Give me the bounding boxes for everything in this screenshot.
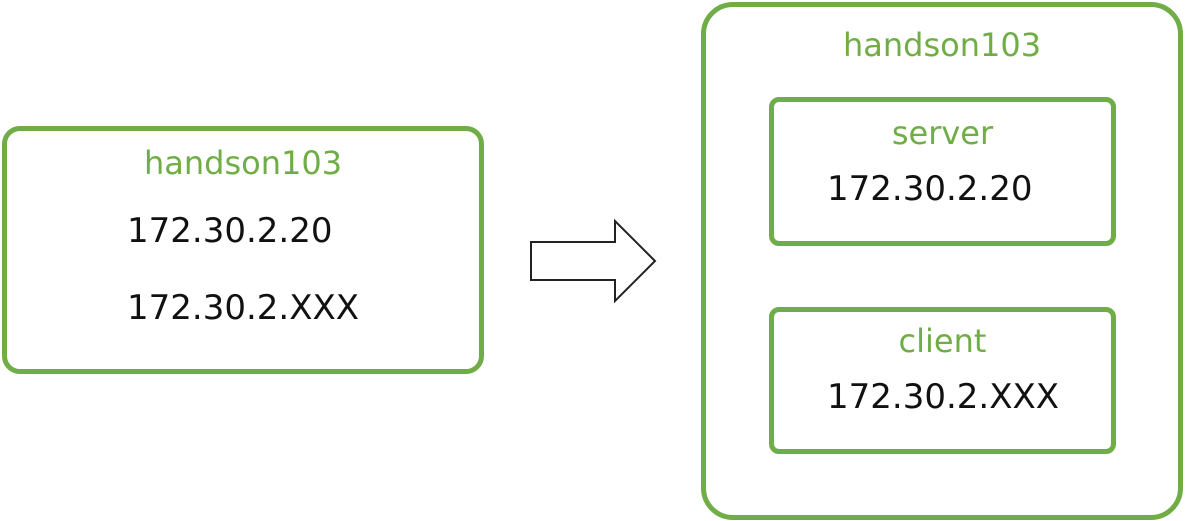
server-container-box: server 172.30.2.20: [769, 97, 1116, 246]
server-container-title: server: [891, 114, 994, 152]
left-host-box: handson103 172.30.2.20 172.30.2.XXX: [2, 126, 484, 374]
right-host-title: handson103: [842, 26, 1042, 64]
client-container-box: client 172.30.2.XXX: [769, 307, 1116, 454]
server-container-ip: 172.30.2.20: [827, 169, 1033, 209]
client-container-title: client: [898, 322, 987, 360]
client-container-ip: 172.30.2.XXX: [827, 377, 1060, 417]
right-arrow-icon: [530, 218, 657, 304]
left-host-ip-2: 172.30.2.XXX: [127, 288, 360, 328]
left-host-title: handson103: [143, 144, 343, 182]
left-host-ip-1: 172.30.2.20: [127, 211, 333, 251]
